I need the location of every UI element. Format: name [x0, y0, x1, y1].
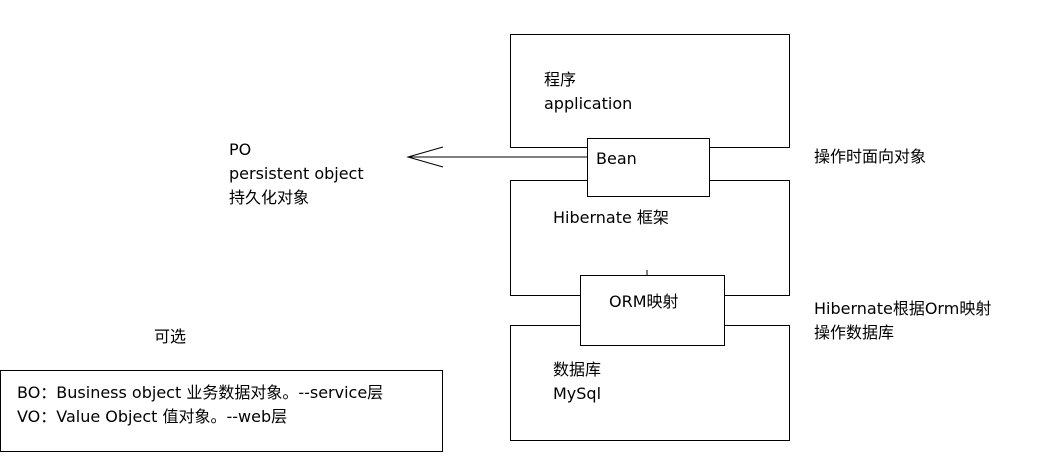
- database-box-label: 数据库 MySql: [553, 358, 601, 406]
- bean-to-po-arrowhead: [406, 146, 444, 168]
- po-note-line1: PO: [229, 140, 252, 159]
- bean-box-label: Bean: [596, 149, 637, 168]
- application-box-line1: 程序: [544, 70, 577, 89]
- application-box-label: 程序 application: [544, 68, 632, 116]
- legend-box: [0, 370, 443, 452]
- application-box-line2: application: [544, 94, 633, 113]
- po-note-line2: persistent object: [229, 164, 364, 183]
- legend-bo-line: BO：Business object 业务数据对象。--service层: [17, 383, 384, 402]
- hibernate-mapping-note-line1: Hibernate根据Orm映射: [814, 299, 992, 318]
- orm-box-label: ORM映射: [609, 292, 679, 311]
- optional-label: 可选: [154, 327, 187, 346]
- po-note-line3: 持久化对象: [229, 188, 310, 207]
- database-box-line1: 数据库: [553, 360, 602, 379]
- object-oriented-note: 操作时面向对象: [814, 147, 927, 166]
- po-note: PO persistent object 持久化对象: [229, 138, 364, 210]
- legend-vo-line: VO：Value Object 值对象。--web层: [17, 407, 288, 426]
- bean-box: [587, 138, 710, 197]
- database-box-line2: MySql: [553, 384, 602, 403]
- orm-box: [580, 275, 725, 346]
- legend-box-text: BO：Business object 业务数据对象。--service层 VO：…: [17, 381, 383, 429]
- hibernate-box-label: Hibernate 框架: [553, 208, 669, 227]
- hibernate-mapping-note: Hibernate根据Orm映射 操作数据库: [814, 297, 991, 345]
- hibernate-mapping-note-line2: 操作数据库: [814, 323, 895, 342]
